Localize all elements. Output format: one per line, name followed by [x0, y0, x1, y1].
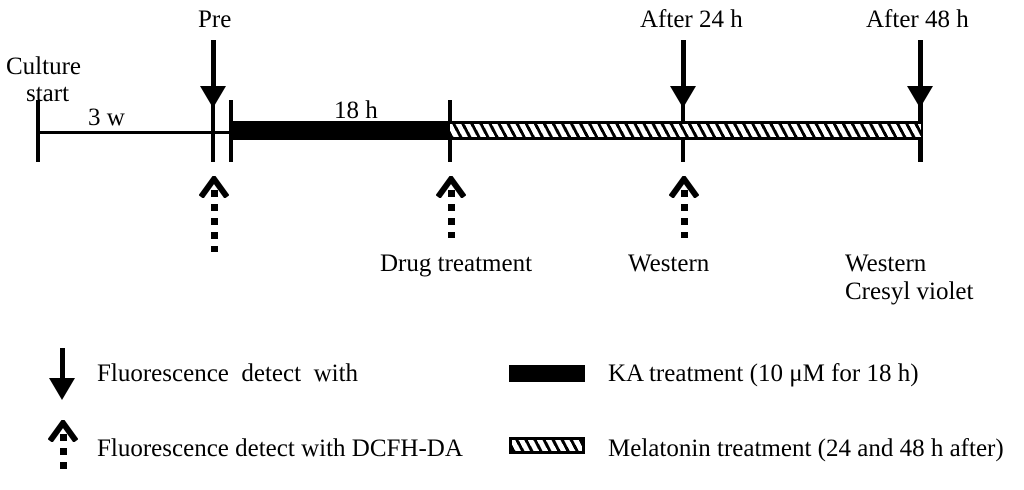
dcfh-da-arrow-pre	[199, 176, 229, 254]
duration-label-3w: 3 w	[88, 104, 125, 131]
melatonin-treatment-bar	[450, 121, 921, 140]
ka-treatment-bar	[233, 121, 452, 140]
timepoint-label-after-48h: After 48 h	[866, 6, 969, 33]
arrow-head	[670, 86, 696, 108]
arrow-head	[200, 86, 226, 108]
legend-marker-ka-bar	[509, 365, 585, 382]
arrow-shaft	[210, 40, 216, 88]
arrow-head	[907, 86, 933, 108]
dcfh-da-arrow-drug-treatment	[436, 176, 466, 238]
arrow-dotted-shaft	[680, 190, 688, 238]
tick-pre-end	[229, 100, 233, 162]
chevron-up-icon	[199, 176, 229, 198]
legend-label-ka-treatment: KA treatment (10 μM for 18 h)	[608, 360, 919, 387]
chevron-up-icon	[669, 176, 699, 198]
timepoint-bottom-label-drug-treatment: Drug treatment	[380, 250, 533, 277]
arrow-dotted-shaft	[447, 190, 455, 238]
arrow-dotted-shaft	[59, 434, 67, 476]
axis-start-label-line2: start	[26, 80, 70, 107]
timepoint-label-pre: Pre	[198, 6, 232, 33]
legend-marker-up-arrow-dotted	[48, 420, 78, 476]
legend-marker-down-arrow-solid	[48, 348, 76, 400]
axis-start-label-line1: Culture	[6, 53, 81, 80]
chevron-up-icon	[48, 420, 78, 442]
fluorescence-arrow-after-48h	[906, 40, 934, 108]
fluorescence-arrow-pre	[199, 40, 227, 108]
legend-label-melatonin-treatment: Melatonin treatment (24 and 48 h after)	[608, 435, 1004, 462]
dcfh-da-arrow-after-24h	[669, 176, 699, 238]
timepoint-bottom-label-cresyl-violet: Cresyl violet	[845, 278, 974, 305]
arrow-shaft	[59, 348, 65, 381]
timeline-baseline	[37, 131, 237, 134]
timepoint-label-after-24h: After 24 h	[640, 6, 743, 33]
arrow-shaft	[680, 40, 686, 88]
fluorescence-arrow-after-24h	[669, 40, 697, 108]
tick-culture-start	[36, 100, 40, 162]
chevron-up-icon	[436, 176, 466, 198]
arrow-shaft	[917, 40, 923, 88]
arrow-head	[49, 378, 75, 400]
tick-pre	[211, 100, 215, 162]
legend-label-fluorescence-detect-dcfh-da: Fluorescence detect with DCFH-DA	[97, 435, 463, 462]
legend-label-fluorescence-detect: Fluorescence detect with	[97, 360, 359, 387]
legend-marker-melatonin-bar	[509, 437, 585, 454]
timepoint-bottom-label-western-48h: Western	[845, 250, 927, 277]
duration-label-18h: 18 h	[334, 97, 378, 124]
timepoint-bottom-label-western-24h: Western	[628, 250, 710, 277]
arrow-dotted-shaft	[210, 190, 218, 252]
